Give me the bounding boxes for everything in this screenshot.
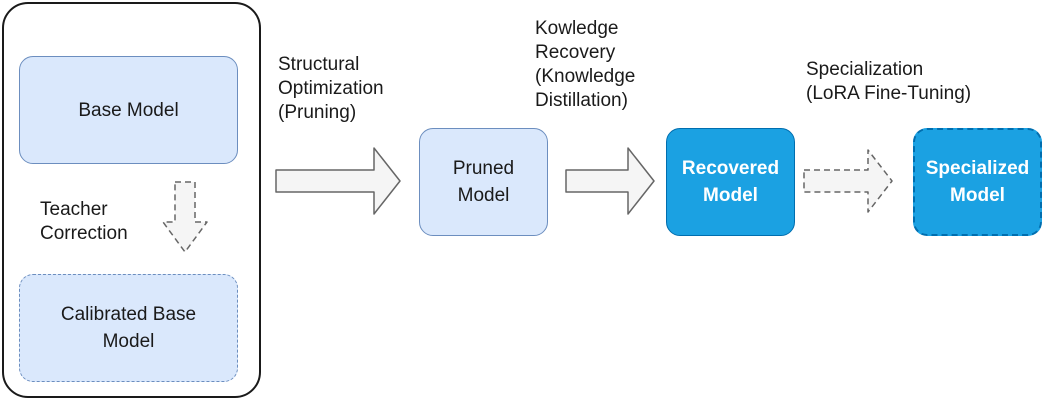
knowledge-recovery-arrow [565, 147, 655, 215]
specialization-arrow [803, 149, 893, 213]
structural-optimization-label: Structural Optimization (Pruning) [278, 54, 384, 123]
calibrated-base-model-node: Calibrated Base Model [19, 274, 238, 382]
base-model-node: Base Model [19, 56, 238, 164]
pruned-model-label: Pruned Model [452, 158, 515, 206]
teacher-correction-arrow [162, 181, 208, 253]
recovered-model-label: Recovered Model [681, 158, 780, 206]
calibrated-base-model-label: Calibrated Base Model [60, 304, 197, 352]
teacher-correction-label: Teacher Correction [40, 199, 128, 244]
knowledge-recovery-label: Kowledge Recovery (Knowledge Distillatio… [535, 18, 636, 111]
pruned-model-node: Pruned Model [419, 128, 548, 236]
structural-optimization-arrow [275, 147, 401, 215]
specialized-model-node: Specialized Model [913, 128, 1042, 236]
model-group-container [2, 2, 261, 398]
specialization-label: Specialization (LoRA Fine-Tuning) [806, 59, 972, 104]
specialized-model-label: Specialized Model [925, 158, 1030, 206]
base-model-label: Base Model [78, 99, 179, 121]
recovered-model-node: Recovered Model [666, 128, 795, 236]
